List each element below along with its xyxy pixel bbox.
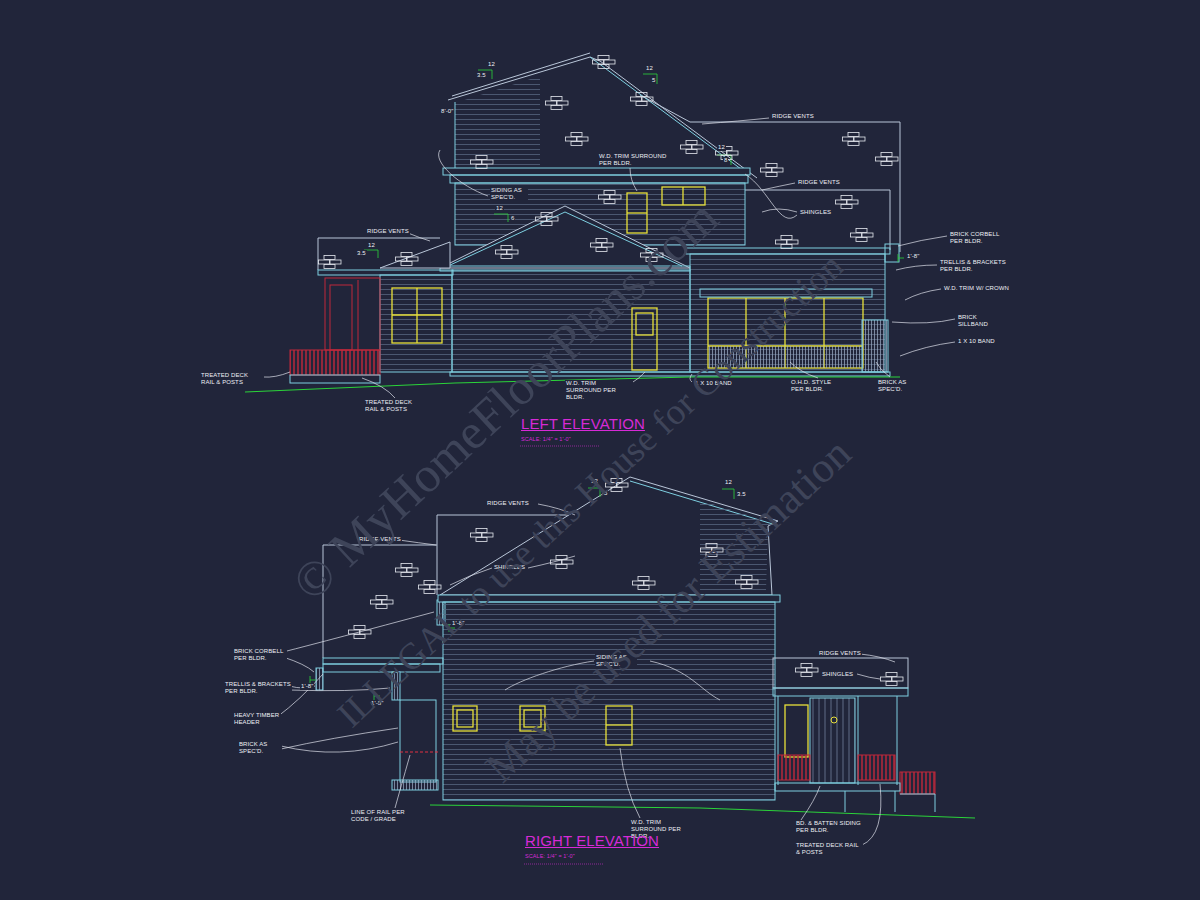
callout-note: LINE OF RAIL PER CODE / GRADE [350,809,416,823]
callout-text: 1'-8" [906,253,920,260]
callout-note: BRICK AS SPEC'D. [877,379,919,393]
callout-text: W.D. TRIM W/ CROWN [943,285,1010,292]
callout-note: W.D. TRIM SURROUND PER BLDR. [598,153,672,167]
watermark-text: May be used for Estimation [477,430,859,790]
callout-note: W.D. TRIM SURROUND PER BLDR. [565,380,633,401]
callout-text: 8 [723,157,728,164]
callout-text: 5 [651,77,656,84]
elevation-title: RIGHT ELEVATION [524,832,660,849]
callout-note: BD. & BATTEN SIDING PER BLDR. [795,820,863,834]
callout-note: O.H.D. STYLE PER BLDR. [790,379,844,393]
callout-text: RIDGE VENTS [771,113,815,120]
callout-note: TREATED DECK RAIL & POSTS [795,842,863,856]
callout-text: RIDGE VENTS [486,500,530,507]
callout-text: 12 [487,61,496,68]
callout-text: 3.5 [736,491,747,498]
callout-text: 12 [367,242,376,249]
callout-text: RIDGE VENTS [366,228,410,235]
callout-text: 8'-0" [440,108,454,115]
callout-note: BRICK CORBELL PER BLDR. [233,648,287,662]
scale-note: SCALE: 1/4" = 1'-0" [524,853,576,860]
callout-note: SIDING AS SPEC'D. [490,187,528,201]
callout-text: SHINGLES [799,209,832,216]
callout-text: 3.5 [356,250,367,257]
callout-text: 6 [510,215,515,222]
callout-note: TRELLIS & BRACKETS PER BLDR. [939,259,1009,273]
callout-text: 1 X 10 BAND [957,338,996,345]
callout-text: 12 [495,205,504,212]
callout-text: 12 [645,65,654,72]
callout-text: 1'-8" [300,683,314,690]
callout-text: 12 [717,144,726,151]
callout-note: TREATED DECK RAIL & POSTS [200,372,264,386]
callout-text: 3.5 [476,72,487,79]
scale-note: SCALE: 1/4" = 1'-0" [520,436,572,443]
callout-note: TREATED DECK RAIL & POSTS [364,399,428,413]
callout-note: TRELLIS & BRACKETS PER BLDR. [224,681,292,695]
callout-note: HEAVY TIMBER HEADER [233,712,281,726]
callout-note: BRICK AS SPEC'D. [238,741,282,755]
left-elevation [245,53,955,398]
callout-text: RIDGE VENTS [797,179,841,186]
callout-text: SHINGLES [821,671,854,678]
callout-text: 12 [724,479,733,486]
callout-text: RIDGE VENTS [818,650,862,657]
callout-note: BRICK SILLBAND [957,314,995,328]
callout-note: BRICK CORBELL PER BLDR. [949,231,1003,245]
